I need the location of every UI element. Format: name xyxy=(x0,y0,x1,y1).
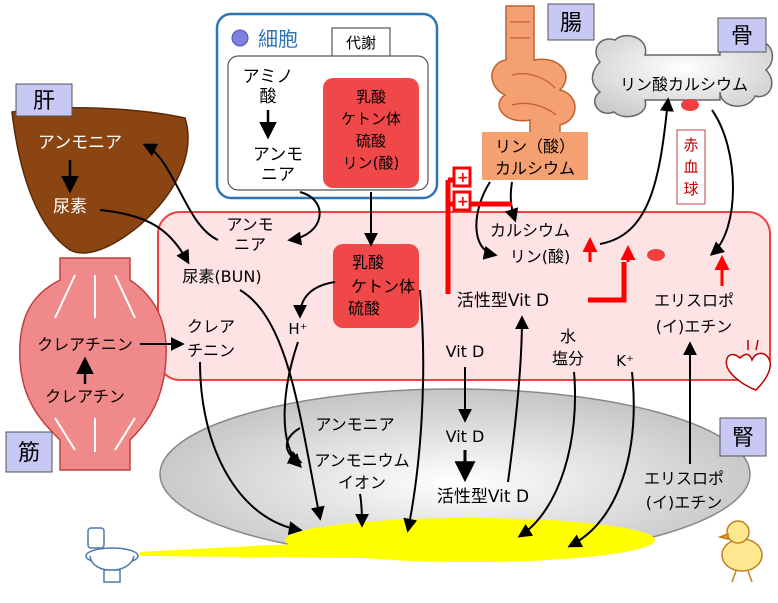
liver-urea: 尿素 xyxy=(53,197,87,217)
toilet-icon xyxy=(85,527,139,583)
cell-ammonia-2: ニア xyxy=(261,165,295,185)
cell-amino-2: 酸 xyxy=(260,87,277,107)
blood-vitd: Vit D xyxy=(446,342,485,361)
rbc-label-box xyxy=(676,129,706,205)
blood-epo-2: (イ)エチン xyxy=(656,317,733,336)
blood-acid-box xyxy=(333,244,419,328)
label-kidney-box xyxy=(719,417,767,457)
plus-markers xyxy=(452,166,472,212)
blood-hplus: H⁺ xyxy=(288,320,307,338)
blood-rbc-icon xyxy=(647,249,665,261)
cell-amino-1: アミノ xyxy=(243,67,294,87)
cell-ammonia-1: アンモ xyxy=(253,145,303,165)
kidney-active-vitd: 活性型Vit D xyxy=(437,487,529,507)
urine-pool xyxy=(285,518,655,562)
blood-water: 水 xyxy=(560,327,576,346)
blood-kplus: K⁺ xyxy=(616,352,634,370)
muscle-creatine: クレアチン xyxy=(45,387,125,406)
blood-creatinine-2: チニン xyxy=(187,341,235,360)
cell-dot-icon xyxy=(231,29,249,47)
muscle-fibers xyxy=(54,274,136,452)
label-muscle-box xyxy=(5,431,53,473)
blood-acid-sulfuric: 硫酸 xyxy=(348,299,380,318)
bone-calcium-phosphate: リン酸カルシウム xyxy=(620,75,748,94)
svg-text:+: + xyxy=(457,194,469,210)
blood-creatinine-1: クレア xyxy=(187,317,235,336)
kidney-ammonium-1: アンモニウム xyxy=(314,451,409,470)
cell-acid-sulfuric: 硫酸 xyxy=(356,132,386,150)
heart-icon xyxy=(725,339,771,391)
kidney-vitd: Vit D xyxy=(446,427,485,446)
kidney-ammonia: アンモニア xyxy=(315,415,394,434)
blood-phos: リン(酸) xyxy=(510,247,571,266)
bone-rbc-3: 球 xyxy=(683,180,698,198)
blood-calcium: カルシウム xyxy=(490,221,570,240)
kidney-ammonium-2: イオン xyxy=(338,473,386,492)
cell-acid-ketone: ケトン体 xyxy=(341,110,401,128)
plus-signs: + + xyxy=(457,170,469,210)
intestine-calcium: カルシウム xyxy=(495,159,575,178)
kidney-epo-2: (イ)エチン xyxy=(646,493,723,512)
blood-acid-ketone: ケトン体 xyxy=(351,277,415,296)
blood-salt: 塩分 xyxy=(552,349,584,368)
label-liver-box xyxy=(15,83,73,117)
label-intestine: 腸 xyxy=(560,11,582,36)
bone-rbc-2: 血 xyxy=(683,158,698,176)
bone-shape xyxy=(591,34,774,118)
label-muscle: 筋 xyxy=(18,441,40,466)
label-bone: 骨 xyxy=(731,24,753,49)
flow-arrows xyxy=(99,97,734,548)
blood-bun: 尿素(BUN) xyxy=(182,267,261,286)
blood-ammonia-2: ニア xyxy=(234,235,266,254)
intestine-shape xyxy=(491,5,576,136)
blood-active-vitd: 活性型Vit D xyxy=(457,291,549,311)
chick-icon xyxy=(717,520,763,583)
cell-acid-phosphoric: リン(酸) xyxy=(343,154,400,172)
label-intestine-box xyxy=(547,3,595,41)
cell-acid-box xyxy=(323,78,419,188)
label-bone-box xyxy=(717,17,767,53)
label-kidney: 腎 xyxy=(732,426,754,451)
liver-ammonia: アンモニア xyxy=(38,133,122,153)
bone-rbc-1: 赤 xyxy=(683,136,698,154)
svg-text:+: + xyxy=(457,170,469,186)
intestine-nutrient-box xyxy=(482,132,588,180)
intestine-phos: リン（酸） xyxy=(495,137,575,156)
blood-acid-lactic: 乳酸 xyxy=(352,253,384,272)
kidney-epo-1: エリスロポ xyxy=(644,469,724,488)
muscle-creatinine: クレアチニン xyxy=(37,335,133,354)
label-liver: 肝 xyxy=(33,89,55,114)
cell-acid-lactic: 乳酸 xyxy=(356,88,386,106)
blood-epo-1: エリスロポ xyxy=(654,291,734,310)
label-cell: 細胞 xyxy=(258,27,298,51)
blood-ammonia-1: アンモ xyxy=(226,215,273,234)
label-metabolism: 代謝 xyxy=(346,34,376,52)
bone-rbc-icon xyxy=(681,99,699,111)
